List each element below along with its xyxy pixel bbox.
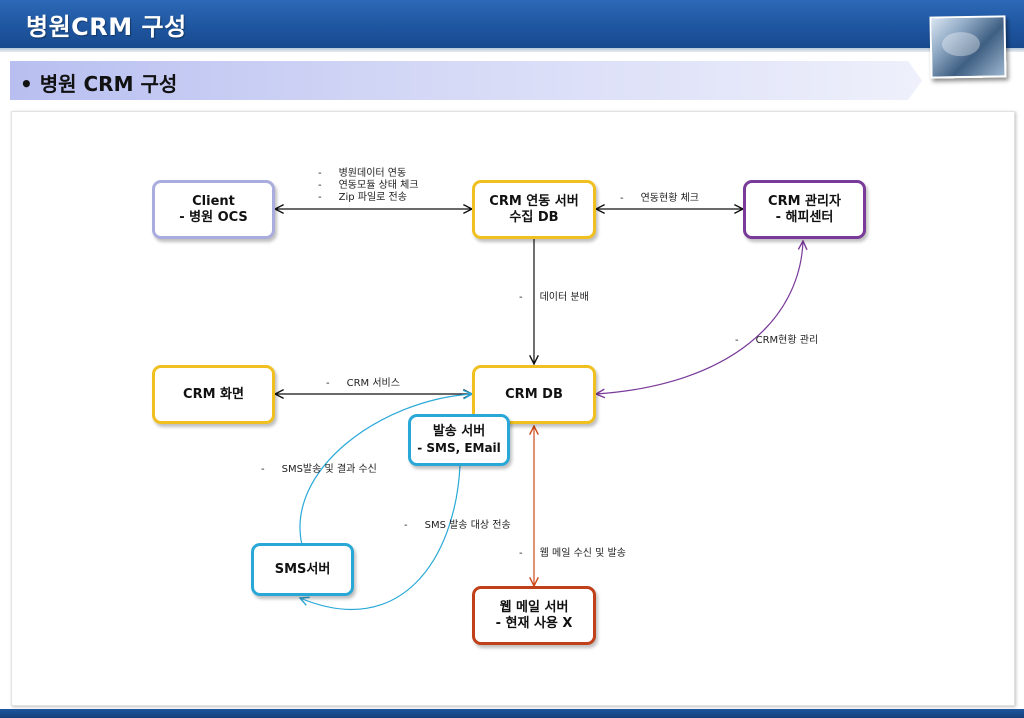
label-client-server-1: 병원데이터 연동 [338,168,407,179]
node-send-server-line1: 발송 서버 [432,424,486,439]
node-crm-admin: CRM 관리자 - 해피센터 [743,180,866,239]
node-crm-db: CRM DB [472,365,596,424]
arrow-send-sms [300,465,461,610]
label-client-server: - 병원데이터 연동 - 연동모듈 상태 체크 - Zip 파일로 전송 [318,168,419,204]
label-send-sms-text: SMS 발송 대상 전송 [424,520,511,531]
header-bar [0,0,1024,52]
node-send-server: 발송 서버 - SMS, EMail [408,414,510,466]
label-db-admin-text: CRM현황 관리 [755,335,819,346]
label-send-sms: - SMS 발송 대상 전송 [404,520,511,532]
label-server-db-text: 데이터 분배 [539,292,589,303]
label-client-server-3: Zip 파일로 전송 [338,192,407,203]
label-server-admin-text: 연동현황 체크 [640,193,699,204]
label-sms-db-text: SMS발송 및 결과 수신 [281,464,377,475]
node-crm-admin-line2: - 해피센터 [775,209,834,225]
dash: - [261,464,265,475]
dash: - [318,168,322,179]
dash: - [318,180,322,191]
dash: - [519,292,523,303]
label-db-screen-text: CRM 서비스 [346,378,400,389]
label-sms-db: - SMS발송 및 결과 수신 [261,464,377,476]
slide-subtitle: • 병원 CRM 구성 [20,72,178,96]
node-crm-db-line1: CRM DB [505,386,563,402]
label-server-db: - 데이터 분배 [519,292,589,304]
dash: - [519,548,523,559]
dash: - [735,335,739,346]
node-crm-server-line1: CRM 연동 서버 [489,193,579,209]
node-web-mail: 웹 메일 서버 - 현재 사용 X [472,586,596,645]
label-db-admin: - CRM현황 관리 [735,335,818,347]
node-client: Client - 병원 OCS [152,180,275,239]
label-server-admin: - 연동현황 체크 [620,193,699,205]
label-client-server-2: 연동모듈 상태 체크 [338,180,419,191]
node-web-mail-line1: 웹 메일 서버 [499,599,569,615]
dash: - [318,192,322,203]
node-web-mail-line2: - 현재 사용 X [495,615,573,631]
node-sms-server-line1: SMS서버 [274,561,331,577]
node-crm-admin-line1: CRM 관리자 [768,193,841,209]
node-client-line1: Client [192,193,235,209]
label-db-screen: - CRM 서비스 [326,378,400,390]
footer-bar [0,709,1024,718]
subtitle-band [10,61,922,100]
node-sms-server: SMS서버 [251,543,354,596]
label-db-webmail-text: 웹 메일 수신 및 발송 [539,548,626,559]
dash: - [326,378,330,389]
dash: - [620,193,624,204]
arrow-db-admin [596,241,803,394]
node-crm-screen: CRM 화면 [152,365,275,424]
page-title: 병원CRM 구성 [26,13,187,41]
node-send-server-line2: - SMS, EMail [417,441,501,455]
node-crm-screen-line1: CRM 화면 [183,386,244,402]
node-crm-server-line2: 수집 DB [509,209,559,225]
label-db-webmail: - 웹 메일 수신 및 발송 [519,548,626,560]
node-client-line2: - 병원 OCS [179,209,248,225]
dash: - [404,520,408,531]
arrow-sms-db [299,394,472,546]
node-crm-server: CRM 연동 서버 수집 DB [472,180,596,239]
